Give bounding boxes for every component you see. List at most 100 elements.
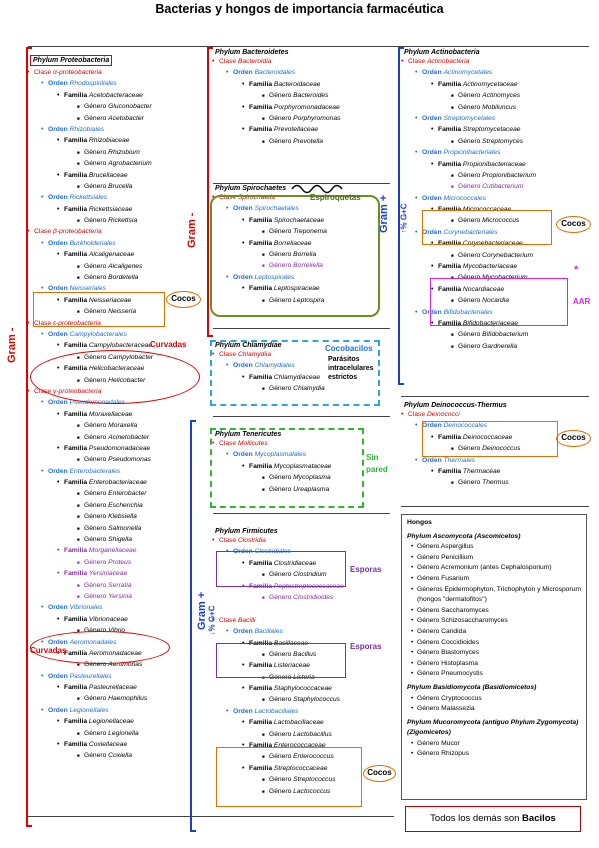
taxon-fam: Familia Rickettsiaceae [30,204,210,216]
taxon-gen: Género Staphylococcus [215,694,390,706]
taxon-fam: Familia Streptococcaceae [215,763,390,775]
taxon-fam: Familia Vibrionaceae [30,614,210,626]
taxon-orden: Orden Spirochaetales [215,203,390,215]
fungi-genus: Género Pneumocystis [411,669,581,680]
taxon-clase: Clase ε-proteobacteria [27,318,210,330]
phylum-title: Phylum Bacteroidetes [215,49,289,56]
taxon-fam: Familia Mycobacteriaceae [404,261,589,273]
curvadas-ellipse-campy [30,350,200,404]
fungi-box: Hongos Phylum Ascomycota (Ascomicetos)Gé… [401,514,587,800]
fungi-genus: Género Mucor [411,739,581,750]
taxon-fam: Familia Porphyromonadaceae [215,102,390,114]
taxon-orden: Orden Actinomycetales [404,67,589,79]
taxon-gen: Género Klebsiella [30,511,210,523]
taxon-fam: Familia Acetobacteraceae [30,90,210,102]
taxon-gen: Género Streptomyces [404,136,589,148]
taxon-fam: Familia Legionellaceae [30,716,210,728]
gc-high-label: ↑% G+C [399,203,409,234]
aar-box [430,278,568,326]
taxon-fam: Familia Pasteurellaceae [30,682,210,694]
taxon-gen: Género Shigella [30,534,210,546]
taxon-pgen: Género Serratia [30,580,210,592]
taxon-gen: Género Bacillus [215,649,390,661]
micrococcales-box [422,210,552,245]
taxon-fam: Familia Thermaceae [404,466,589,478]
taxon-gen: Género Ureaplasma [215,484,390,496]
gram-neg-label-mid: Gram - [186,212,198,248]
gram-neg-bracket [26,47,32,827]
cocos-label-micrococcus: Cocos [556,216,591,233]
taxon-pfam: Familia Morganellaceae [30,545,210,557]
footer-bold: Bacilos [522,813,556,824]
taxon-gen: Género Neisseria [30,306,210,318]
taxon-gen: Género Leptospira [215,295,390,307]
taxon-fam: Familia Coxiellaceae [30,739,210,751]
sin-pared-label: Sin pared [366,453,388,474]
spiral-icon [291,184,343,194]
rule-col3-1 [401,396,589,397]
phylum-title: Phylum Spirochaetes [215,185,287,192]
fungi-list: Género AspergillusGénero PenicilliumGéne… [407,542,581,680]
taxon-fam: Familia Nocardiaceae [404,284,589,296]
gram-neg-label-left: Gram - [6,327,18,363]
fungi-group-title: Phylum Basidiomycota (Basidiomicetos) [407,683,537,691]
taxon-gen: Género Deinococcus [404,443,589,455]
taxon-orden: Orden Streptomycetales [404,113,589,125]
taxon-gen: Género Enterococcus [215,751,390,763]
fungi-genus: Género Schizosaccharomyces [411,616,581,627]
taxon-gen: Género Lactococcus [215,786,390,798]
taxon-orden: Orden Propionibacteriales [404,147,589,159]
taxon-fam: Familia Enterococcaceae [215,740,390,752]
rule-col2-2 [213,328,390,329]
cocos-box-firmicutes [216,747,362,807]
taxon-gen: Género Acetobacter [30,113,210,125]
taxon-fam: Familia Chlamydiaceae [215,372,390,384]
esporas-label-bacillus: Esporas [350,642,382,651]
taxon-gen: Género Pseudomonas [30,454,210,466]
taxon-pgen: Género Borreliella [215,260,390,272]
taxon-orden: Orden Lactobacillales [215,706,390,718]
taxon-gen: Género Acinetobacter [30,432,210,444]
cocos-label-neisseria: Cocos [166,291,201,308]
fungi-genus: Género Aspergillus [411,542,581,553]
fungi-genus: Género Penicillium [411,553,581,564]
bacillales-box [216,643,346,678]
taxon-gen: Género Clostridium [215,569,390,581]
gram-pos-label-mid: Gram + [196,591,208,630]
taxon-pgen: Género Proteus [30,557,210,569]
fungi-genus: Género Histoplasma [411,659,581,670]
taxon-orden: Orden Bacteroidales [215,67,390,79]
taxon-gen: Género Enterobacter [30,488,210,500]
taxon-fam: Familia Spirochaetaceae [215,215,390,227]
fungi-genus: Género Blastomyces [411,648,581,659]
neisseriales-box [33,292,165,327]
taxon-fam: Familia Pseudomonadaceae [30,443,210,455]
taxon-clase: Clase Chlamydiia [212,349,390,361]
taxon-fam: Familia Bacteroidaceae [215,79,390,91]
taxon-fam: Familia Alcaligenaceae [30,249,210,261]
fungi-genus: Género Malassezia [411,704,581,715]
column-spirochaetes: Phylum Spirochaetes Clase SpirochaetiaOr… [212,185,390,307]
fungi-genus: Género Saccharomyces [411,606,581,617]
deinococcales-box [422,421,558,457]
asterisk-label: * [574,264,579,276]
taxon-gen: Género Prevotella [215,136,390,148]
taxon-orden: Orden Micrococcales [404,193,589,205]
taxon-gen: Género Haemophilus [30,693,210,705]
top-rule [28,46,589,47]
taxon-orden: Orden Chlamydiales [215,360,390,372]
taxon-gen: Género Rickettsia [30,215,210,227]
curvadas-ellipse-vibrio-shape [30,631,170,664]
taxon-orden: Orden Bacillales [215,626,390,638]
taxon-gen: Género Porphyromonas [215,113,390,125]
taxon-clase: Clase Mollicutes [212,438,390,450]
phylum-title: Phylum Chlamydiae [215,342,282,349]
taxon-orden: Orden Mycoplasmatales [215,449,390,461]
taxon-fam: Familia Mycoplasmataceae [215,461,390,473]
taxon-orden: Orden Rhizobiales [30,124,210,136]
clostridiales-box [216,551,346,587]
gram-pos-bracket-col3 [398,47,404,385]
page-title: Bacterias y hongos de importancia farmac… [155,2,444,16]
taxonomy-tree: Clase ActinobacteriaOrden Actinomycetale… [401,56,589,353]
taxon-gen: Género Escherichia [30,500,210,512]
